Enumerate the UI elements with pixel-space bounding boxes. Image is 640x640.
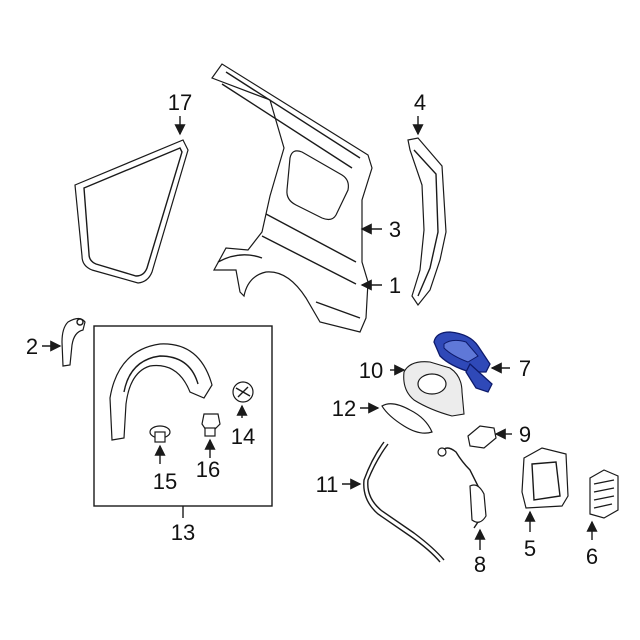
release-cable[interactable]	[437, 447, 487, 529]
quarter-panel[interactable]	[211, 63, 373, 333]
fuel-filler-housing[interactable]	[403, 361, 465, 417]
callout-17: 17	[168, 90, 192, 115]
callout-14: 14	[231, 424, 255, 449]
callout-9: 9	[519, 422, 531, 447]
leader-lines	[42, 116, 598, 550]
callout-11: 11	[316, 472, 339, 497]
fastener-16[interactable]	[201, 413, 221, 437]
callout-10: 10	[359, 358, 383, 383]
callout-3: 3	[389, 217, 401, 242]
pillar-reinforcement[interactable]	[407, 137, 447, 307]
callout-6: 6	[586, 544, 598, 569]
callout-labels: 17 2 3 1 4 14 15 16 13 7 10 12 9 11 8 5 …	[26, 90, 598, 577]
callout-13: 13	[171, 520, 195, 545]
callout-8: 8	[474, 552, 486, 577]
callout-7: 7	[519, 356, 531, 381]
callout-16: 16	[196, 457, 220, 482]
push-clip-14[interactable]	[232, 381, 254, 403]
callout-2: 2	[26, 334, 38, 359]
callout-12: 12	[332, 396, 356, 421]
release-bracket[interactable]	[467, 425, 497, 449]
vent-grille-6[interactable]	[589, 469, 619, 519]
callout-15: 15	[153, 469, 177, 494]
quarter-window-glass[interactable]	[74, 139, 189, 284]
bracket-part[interactable]	[61, 317, 86, 367]
callout-4: 4	[414, 90, 426, 115]
callout-5: 5	[524, 536, 536, 561]
wheelhouse-liner[interactable]	[109, 343, 213, 441]
fastener-15[interactable]	[149, 425, 171, 443]
weatherstrip[interactable]	[363, 441, 445, 563]
trim-piece-5[interactable]	[521, 447, 569, 509]
housing-gasket[interactable]	[381, 403, 433, 434]
callout-1: 1	[389, 273, 401, 298]
fuel-door-highlighted[interactable]	[433, 331, 493, 393]
